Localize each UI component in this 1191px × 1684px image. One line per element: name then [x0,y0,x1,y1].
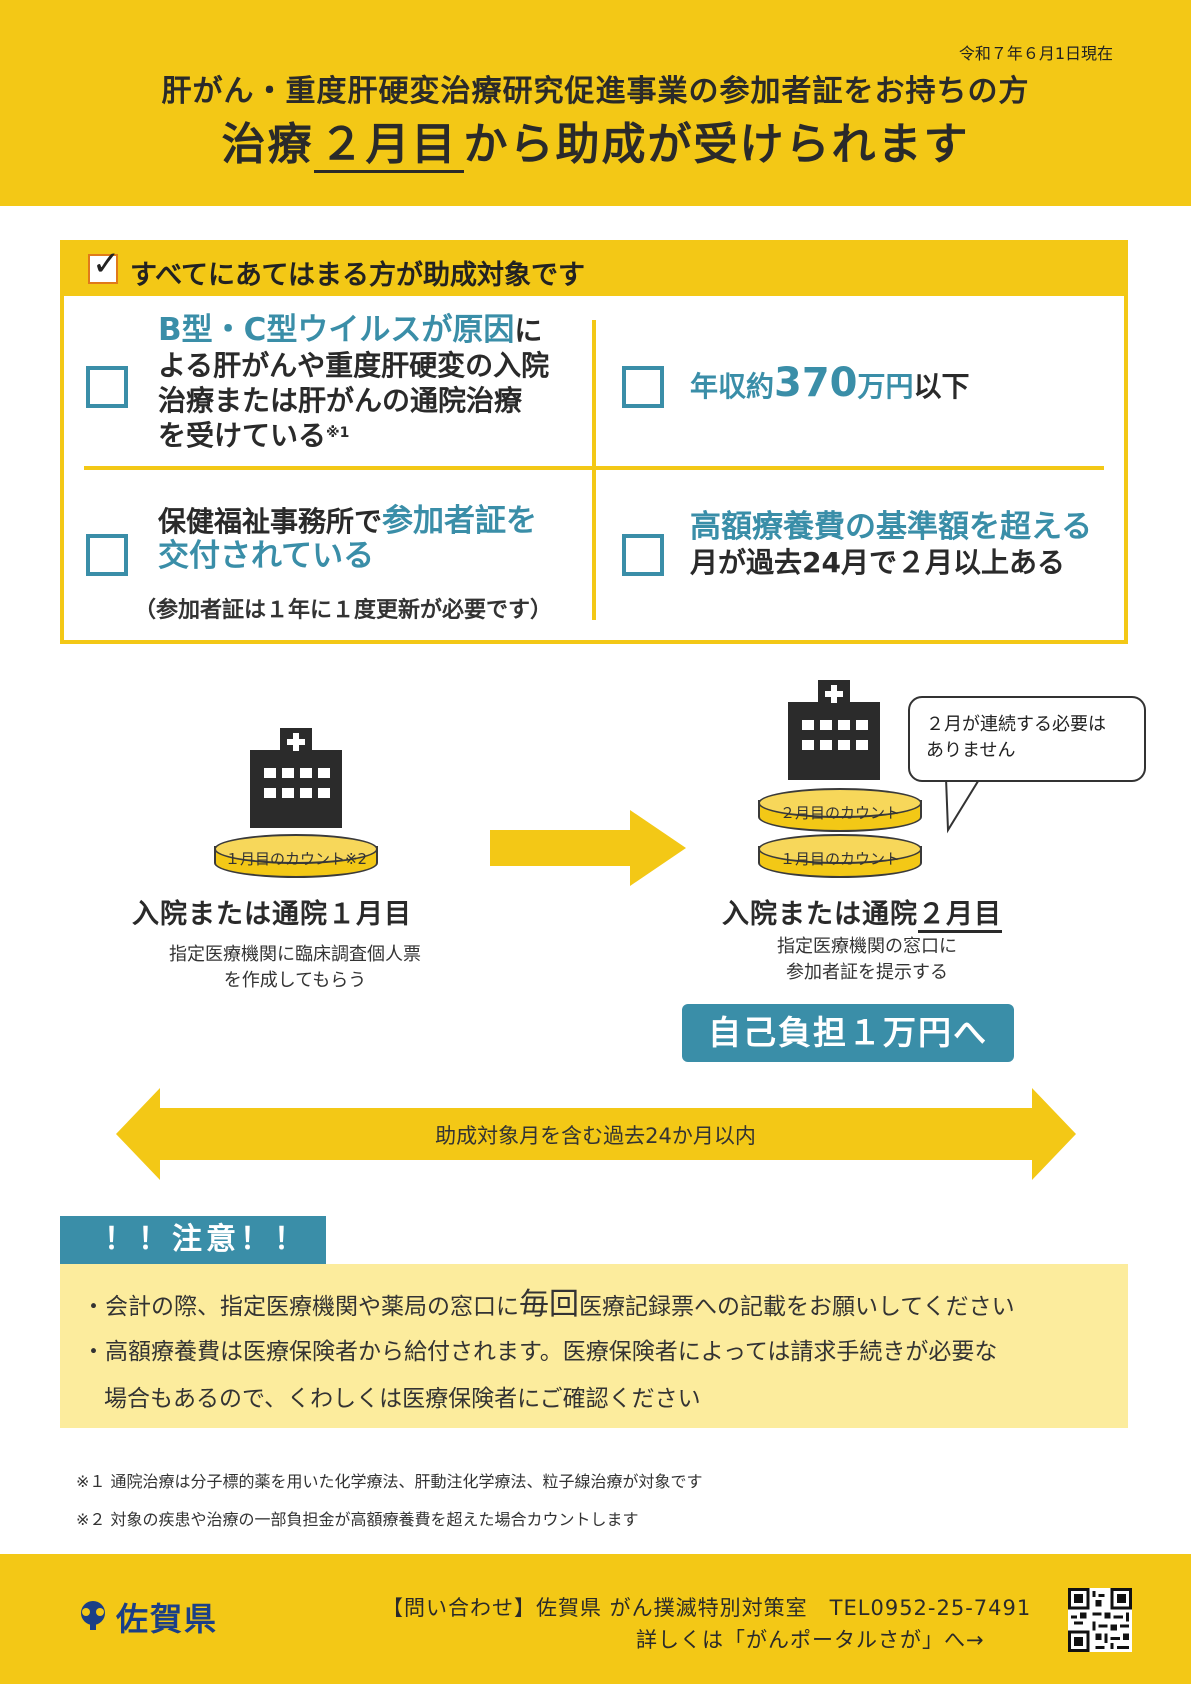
step-2-description: 指定医療機関の窓口に 参加者証を提示する [722,934,1012,986]
condition-4-text: 高額療養費の基準額を超える 月が過去24月で２月以上ある [690,510,1092,580]
title-line-1: 肝がん・重度肝硬変治療研究促進事業の参加者証をお持ちの方 [161,74,1030,109]
coin-month-1: １月目のカウント※2 [214,834,378,878]
coin-month-1-stacked: １月目のカウント [758,834,922,878]
step-2-title: 入院または通院２月目 [722,892,1002,933]
title-line-2-post: から助成が受けられます [463,119,970,170]
footnote-2: ※２ 対象の疾患や治療の一部負担金が高額療養費を超えた場合カウントします [76,1510,639,1529]
bubble-line-2: ありません [926,740,1016,761]
check-mark-icon: ✓ [92,244,121,284]
caution-line-1-pre: ・会計の際、指定医療機関や薬局の窓口に [82,1294,519,1320]
footnote-ref-1: ※1 [326,425,350,441]
vertical-divider [592,320,596,620]
step-1-description-line-1: 指定医療機関に臨床調査個人票 [169,944,421,965]
checkbox-condition-2[interactable] [622,366,664,408]
eligibility-heading: すべてにあてはまる方が助成対象です [130,260,585,291]
condition-3-highlight-2: 交付されている [158,538,375,574]
arrow-right-icon [490,810,686,886]
caution-line-1: ・会計の際、指定医療機関や薬局の窓口に毎回医療記録票への記載をお願いしてください [82,1290,1015,1322]
step-1-description-line-2: を作成してもらう [223,970,367,991]
condition-1-line-4: を受けている [158,419,327,452]
caution-line-2: ・高額療養費は医療保険者から給付されます。医療保険者によっては請求手続きが必要な [82,1339,998,1365]
checked-box-icon: ✓ [88,244,121,284]
hospital-icon [250,728,342,828]
condition-1-text: B型・C型ウイルスが原因に よる肝がんや重度肝硬変の入院 治療または肝がんの通院… [158,313,588,453]
qr-code-icon[interactable] [1068,1588,1132,1652]
as-of-date: 令和７年６月1日現在 [958,44,1113,63]
condition-3-text: 保健福祉事務所で参加者証を 交付されている [158,504,537,574]
saga-prefecture-logo-icon [81,1601,105,1630]
step-1-description: 指定医療機関に臨床調査個人票 を作成してもらう [140,942,450,994]
caution-box [60,1264,1128,1428]
caution-tab: ！！注意！！ [60,1216,326,1264]
condition-2-unit: 万円 [857,370,914,403]
speech-bubble-tail [944,778,982,834]
checkbox-condition-1[interactable] [86,366,128,408]
header-band [0,0,1191,206]
condition-2-pre: 年収約 [690,370,775,403]
portal-link[interactable]: 詳しくは「がんポータルさが」へ→ [636,1628,985,1652]
step-2-title-pre: 入院または通院 [722,899,918,930]
contact-info: 【問い合わせ】佐賀県 がん撲滅特別対策室 TEL0952-25-7491 [382,1596,1032,1620]
condition-3-pre: 保健福祉事務所で [158,505,383,538]
condition-1-rest: に [514,314,543,347]
footer-band [0,1554,1191,1684]
condition-4-line-2: 月が過去24月で２月以上ある [690,546,1065,579]
condition-3-note: （参加者証は１年に１度更新が必要です） [134,598,553,623]
condition-1-line-3: 治療または肝がんの通院治療 [158,384,523,417]
double-arrow-icon [116,1088,1076,1180]
coin-month-2-label: ２月目のカウント [779,804,900,822]
condition-1-line-2: よる肝がんや重度肝硬変の入院 [158,349,550,382]
title-line-2-underlined: ２月目 [313,119,464,173]
hospital-icon [788,680,880,780]
condition-3-highlight-1: 参加者証を [382,503,538,539]
checkbox-condition-4[interactable] [622,534,664,576]
eligibility-heading-band [60,240,1128,296]
step-2-description-line-1: 指定医療機関の窓口に [777,936,957,957]
self-pay-badge: 自己負担１万円へ [682,1004,1014,1062]
bubble-line-1: ２月が連続する必要は [926,714,1106,735]
prefecture-name: 佐賀県 [116,1600,219,1638]
condition-2-text: 年収約370万円以下 [690,363,970,404]
caution-line-3: 場合もあるので、くわしくは医療保険者にご確認ください [104,1386,701,1412]
condition-2-number: 370 [774,360,858,406]
condition-4-highlight: 高額療養費の基準額を超える [690,509,1093,545]
step-2-description-line-2: 参加者証を提示する [786,962,948,983]
coin-month-1-stacked-label: １月目のカウント [779,850,900,868]
caution-line-1-emphasis: 毎回 [519,1287,579,1322]
coin-month-1-label: １月目のカウント※2 [224,850,368,868]
step-1-title: 入院または通院１月目 [132,899,412,930]
speech-bubble: ２月が連続する必要は ありません [908,696,1146,782]
checkbox-condition-3[interactable] [86,534,128,576]
title-line-2-pre: 治療 [221,119,314,170]
range-label: 助成対象月を含む過去24か月以内 [435,1124,756,1148]
condition-1-highlight: B型・C型ウイルスが原因 [158,312,515,348]
caution-line-1-post: 医療記録票への記載をお願いしてください [579,1294,1015,1320]
condition-2-post: 以下 [913,370,970,403]
coin-month-2: ２月目のカウント [758,788,922,832]
horizontal-divider [84,466,1104,470]
step-2-title-underlined: ２月目 [918,899,1002,933]
footnote-1: ※１ 通院治療は分子標的薬を用いた化学療法、肝動注化学療法、粒子線治療が対象です [76,1472,703,1491]
